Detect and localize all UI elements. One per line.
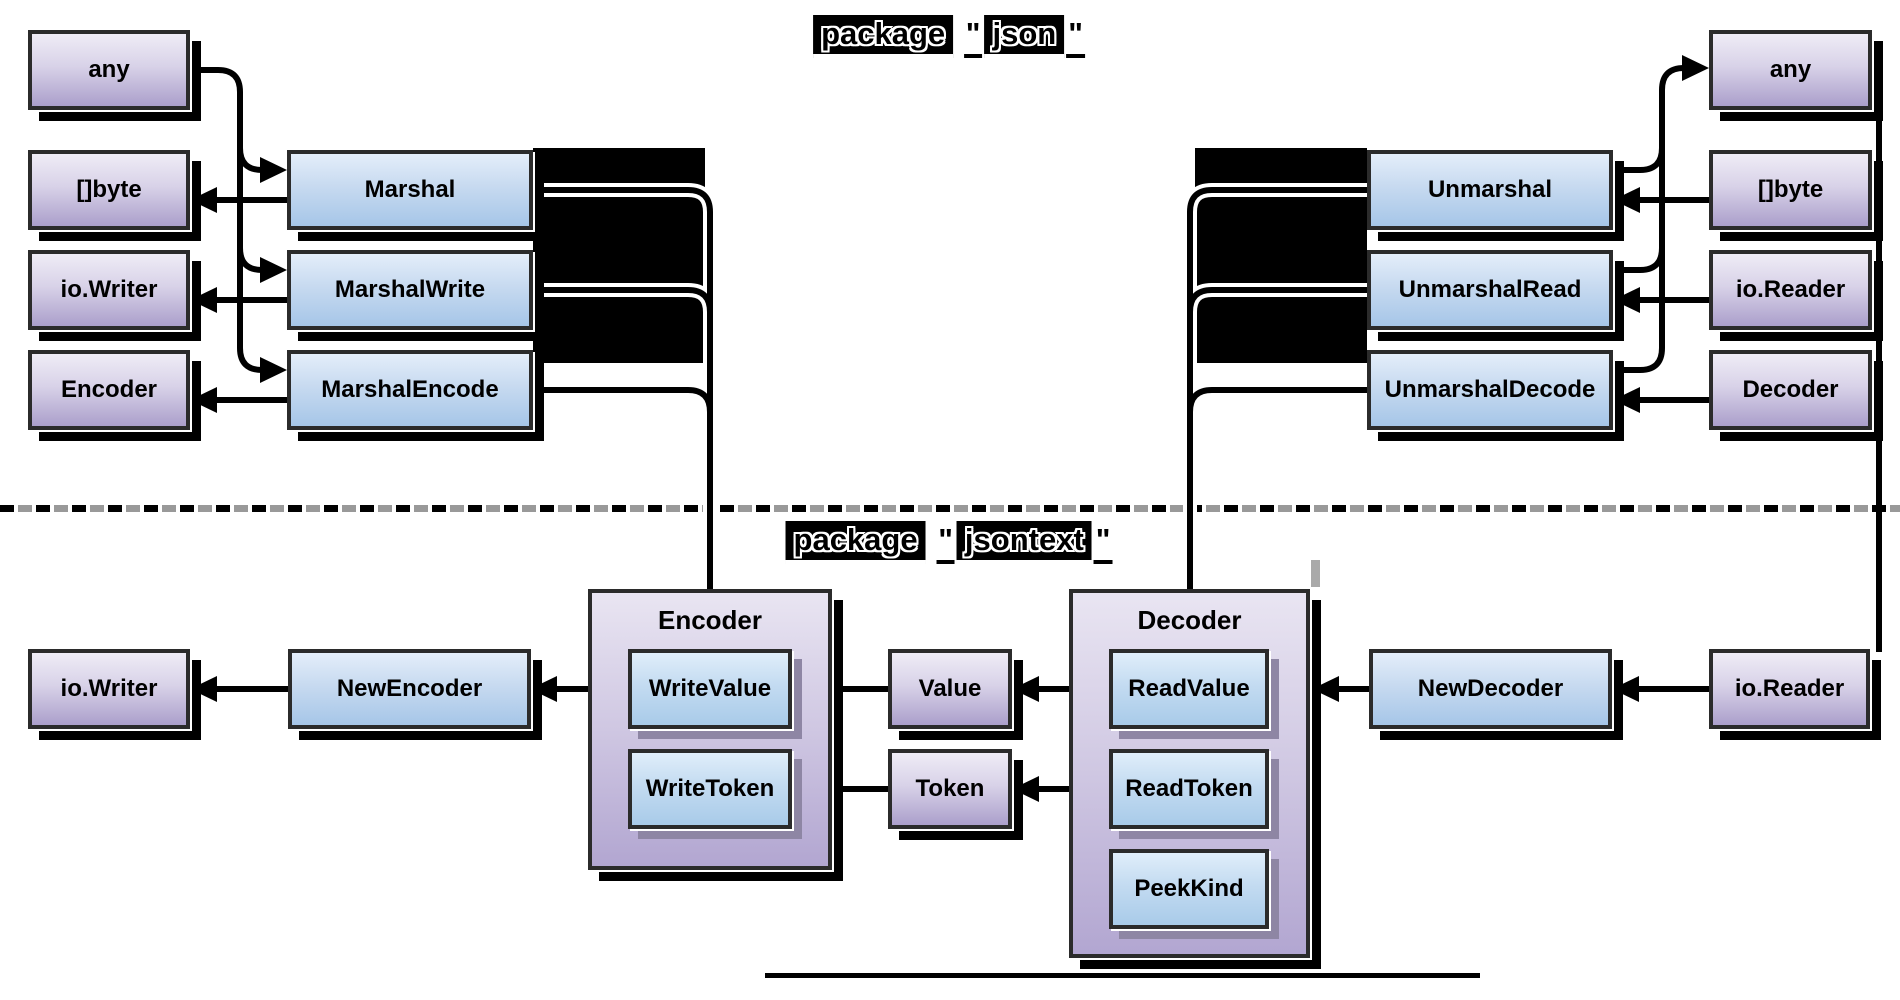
box-marshalwrite: MarshalWrite [287, 250, 533, 330]
arrowhead-into-marshal [260, 157, 287, 183]
gray-shadow-tick [1311, 560, 1320, 587]
arrowhead-into-unmarshal [1613, 187, 1640, 213]
box-unmarshal: Unmarshal [1367, 150, 1613, 230]
title-package-jsontext[interactable]: package "jsontext" [785, 521, 1115, 564]
wire-case-unmarshaldecode-down [1183, 383, 1367, 413]
arrowhead-into-decoder-container [1312, 676, 1339, 702]
box-newdecoder: NewDecoder [1369, 649, 1612, 729]
title-jsontext-open-quote: " [936, 521, 955, 564]
box-token: Token [888, 749, 1012, 829]
arrowhead-into-token [1012, 776, 1039, 802]
box-readtoken: ReadToken [1109, 749, 1269, 829]
arrowhead-into-unmarshalread [1613, 287, 1640, 313]
box-ioreader-top: io.Reader [1709, 250, 1872, 330]
box-any-left: any [28, 30, 190, 110]
package-divider-dashed-line [0, 505, 1900, 512]
box-byte-left: []byte [28, 150, 190, 230]
box-unmarshaldecode: UnmarshalDecode [1367, 350, 1613, 430]
arrowhead-into-unmarshaldecode [1613, 387, 1640, 413]
arrowhead-into-iowriter-bottom [190, 676, 217, 702]
arrowhead-into-iowriter-left [190, 287, 217, 313]
bottom-rule-line [765, 973, 1480, 978]
wire-unmarshaldecode-down [1187, 387, 1367, 413]
arrowhead-into-marshalwrite [260, 257, 287, 283]
box-any-right: any [1709, 30, 1872, 110]
decoder-container-title: Decoder [1137, 605, 1242, 635]
box-writetoken: WriteToken [628, 749, 792, 829]
arrowhead-into-newencoder [530, 676, 557, 702]
box-marshalencode: MarshalEncode [287, 350, 533, 430]
box-ioreader-bottom: io.Reader [1709, 649, 1870, 729]
box-unmarshalread: UnmarshalRead [1367, 250, 1613, 330]
wire-any-bus-right [1613, 65, 1685, 373]
title-json-close-quote: " [1066, 15, 1085, 58]
container-decoder: Decoder ReadValue ReadToken PeekKind [1069, 589, 1310, 958]
arrowhead-into-encoder-left [190, 387, 217, 413]
wire-case-marshalencode-down [533, 383, 717, 413]
box-iowriter-top: io.Writer [28, 250, 190, 330]
black-mass-right [1195, 148, 1367, 363]
title-json-name[interactable]: json [984, 15, 1065, 58]
container-encoder: Encoder WriteValue WriteToken [588, 589, 832, 870]
box-byte-right: []byte [1709, 150, 1872, 230]
arrowhead-into-newdecoder [1612, 676, 1639, 702]
box-peekkind: PeekKind [1109, 849, 1269, 929]
title-json-open-quote: " [963, 15, 983, 58]
title-jsontext-name[interactable]: jsontext [956, 521, 1092, 564]
wire-unmarshal-branch [1613, 147, 1665, 173]
wire-any-branch-marshal [237, 147, 263, 173]
title-package-json[interactable]: package "json" [813, 15, 1087, 58]
box-value: Value [888, 649, 1012, 729]
wire-any-branch-marshalwrite [237, 247, 263, 273]
box-decoder-arg: Decoder [1709, 350, 1872, 430]
box-iowriter-bottom: io.Writer [28, 649, 190, 729]
arrowhead-into-any-right [1682, 55, 1709, 81]
wire-any-bus-left [190, 67, 263, 373]
box-encoder-arg: Encoder [28, 350, 190, 430]
title-json-word-package[interactable]: package [813, 15, 954, 58]
wire-unmarshalread-branch [1613, 247, 1665, 273]
encoder-container-title: Encoder [657, 605, 763, 635]
arrowhead-into-marshalencode [260, 357, 287, 383]
box-readvalue: ReadValue [1109, 649, 1269, 729]
box-marshal: Marshal [287, 150, 533, 230]
wire-marshalencode-down [533, 387, 713, 413]
title-jsontext-word-package[interactable]: package [785, 521, 926, 564]
box-newencoder: NewEncoder [288, 649, 531, 729]
title-jsontext-close-quote: " [1093, 521, 1113, 564]
black-mass-left [533, 148, 705, 363]
arrowhead-into-value [1012, 676, 1039, 702]
arrowhead-into-byte-left [190, 187, 217, 213]
box-writevalue: WriteValue [628, 649, 792, 729]
